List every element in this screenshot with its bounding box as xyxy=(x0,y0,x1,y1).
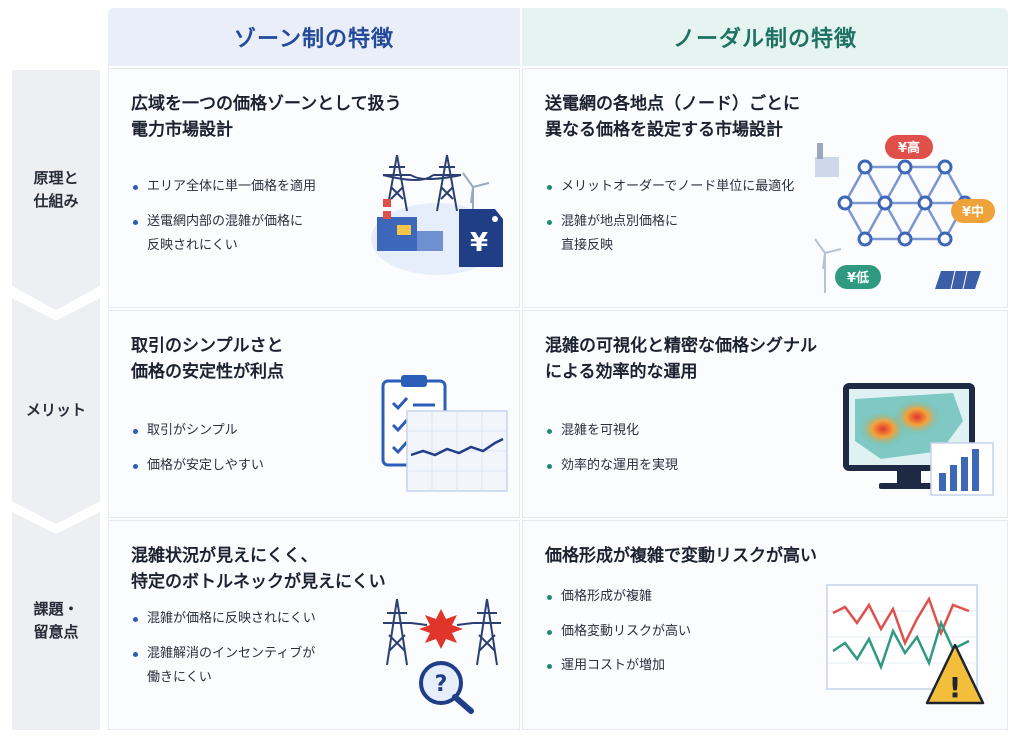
zone-merit-cell: 取引のシンプルさと 価格の安定性が利点 取引がシンプル 価格が安定しやすい xyxy=(108,310,520,518)
nodal-issue-cell: 価格形成が複雑で変動リスクが高い 価格形成が複雑 価格変動リスクが高い 運用コス… xyxy=(522,520,1008,730)
power-grid-price-illustration: ¥ xyxy=(371,154,503,275)
svg-text:¥: ¥ xyxy=(470,228,488,258)
bullet-list: 取引がシンプル 価格が安定しやすい xyxy=(131,419,264,478)
row-label-merit: メリット xyxy=(12,298,100,524)
cell-title: 価格形成が複雑で変動リスクが高い xyxy=(545,546,817,566)
clipboard-chart-illustration xyxy=(381,375,508,492)
cell-title: 混雑状況が見えにくく、 特定のボトルネックが見えにくい xyxy=(131,546,386,593)
nodal-header: ノーダル制の特徴 xyxy=(522,8,1008,66)
wind-turbine-icon xyxy=(814,238,842,293)
bullet-list: メリットオーダーでノード単位に最適化 混雑が地点別価格に 直接反映 xyxy=(545,175,794,259)
bullet-list: 価格形成が複雑 価格変動リスクが高い 運用コストが増加 xyxy=(545,585,691,679)
warning-icon: ! xyxy=(925,643,985,705)
row-label-issue: 課題・ 留意点 xyxy=(12,512,100,730)
bullet-list: 混雑を可視化 効率的な運用を実現 xyxy=(545,419,678,478)
list-item: 運用コストが増加 xyxy=(545,654,691,679)
line-chart-icon xyxy=(406,410,508,492)
factory-icon xyxy=(377,199,443,251)
svg-text:¥低: ¥低 xyxy=(847,270,869,286)
list-item: 混雑が価格に反映されにくい xyxy=(131,607,316,632)
cell-title: 取引のシンプルさと 価格の安定性が利点 xyxy=(131,336,284,383)
list-item: 取引がシンプル xyxy=(131,419,264,444)
magnifier-icon: ? xyxy=(419,661,474,714)
list-item: 混雑を可視化 xyxy=(545,419,678,444)
solar-panel-icon xyxy=(935,270,981,290)
list-item: 価格変動リスクが高い xyxy=(545,620,691,645)
heatmap-monitor-illustration xyxy=(843,383,994,496)
volatile-price-chart-illustration: ! xyxy=(826,584,985,705)
transmission-tower-icon xyxy=(382,154,462,212)
list-item: 送電網内部の混雑が価格に 反映されにくい xyxy=(131,210,316,259)
svg-text:¥高: ¥高 xyxy=(898,140,920,156)
cell-title: 混雑の可視化と精密な価格シグナル による効率的な運用 xyxy=(545,336,817,383)
list-item: エリア全体に単一価格を適用 xyxy=(131,175,316,200)
list-item: 効率的な運用を実現 xyxy=(545,454,678,479)
svg-text:!: ! xyxy=(949,671,962,704)
price-tag-icon: ¥ xyxy=(459,209,503,267)
zone-issue-cell: 混雑状況が見えにくく、 特定のボトルネックが見えにくい 混雑が価格に反映されにく… xyxy=(108,520,520,730)
list-item: 混雑解消のインセンティブが 働きにくい xyxy=(131,642,316,691)
factory-icon xyxy=(815,143,839,177)
bottleneck-illustration: ? xyxy=(383,598,501,714)
cell-title: 広域を一つの価格ゾーンとして扱う 電力市場設計 xyxy=(131,94,402,141)
node-network-illustration: ¥高 ¥低 xyxy=(814,135,981,293)
price-badge-high: ¥高 xyxy=(885,135,933,159)
row-label-principle: 原理と 仕組み xyxy=(12,70,100,310)
bullet-list: エリア全体に単一価格を適用 送電網内部の混雑が価格に 反映されにくい xyxy=(131,175,316,259)
bullet-list: 混雑が価格に反映されにくい 混雑解消のインセンティブが 働きにくい xyxy=(131,607,316,691)
transmission-tower-icon xyxy=(383,598,501,666)
congestion-burst-icon xyxy=(419,609,463,649)
list-item: メリットオーダーでノード単位に最適化 xyxy=(545,175,794,200)
bar-chart-icon xyxy=(930,442,994,496)
zone-principle-cell: 広域を一つの価格ゾーンとして扱う 電力市場設計 エリア全体に単一価格を適用 送電… xyxy=(108,68,520,308)
price-badge-mid-icon: ¥中 xyxy=(951,199,995,223)
list-item: 価格形成が複雑 xyxy=(545,585,691,610)
zone-header: ゾーン制の特徴 xyxy=(108,8,520,66)
cell-title: 送電網の各地点（ノード）ごとに 異なる価格を設定する市場設計 xyxy=(545,94,800,141)
svg-text:¥中: ¥中 xyxy=(962,204,984,220)
nodal-principle-cell: 送電網の各地点（ノード）ごとに 異なる価格を設定する市場設計 メリットオーダーで… xyxy=(522,68,1008,308)
list-item: 混雑が地点別価格に 直接反映 xyxy=(545,210,794,259)
price-badge-low: ¥低 xyxy=(835,265,881,289)
svg-text:?: ? xyxy=(435,672,448,697)
list-item: 価格が安定しやすい xyxy=(131,454,264,479)
nodal-merit-cell: 混雑の可視化と精密な価格シグナル による効率的な運用 混雑を可視化 効率的な運用… xyxy=(522,310,1008,518)
